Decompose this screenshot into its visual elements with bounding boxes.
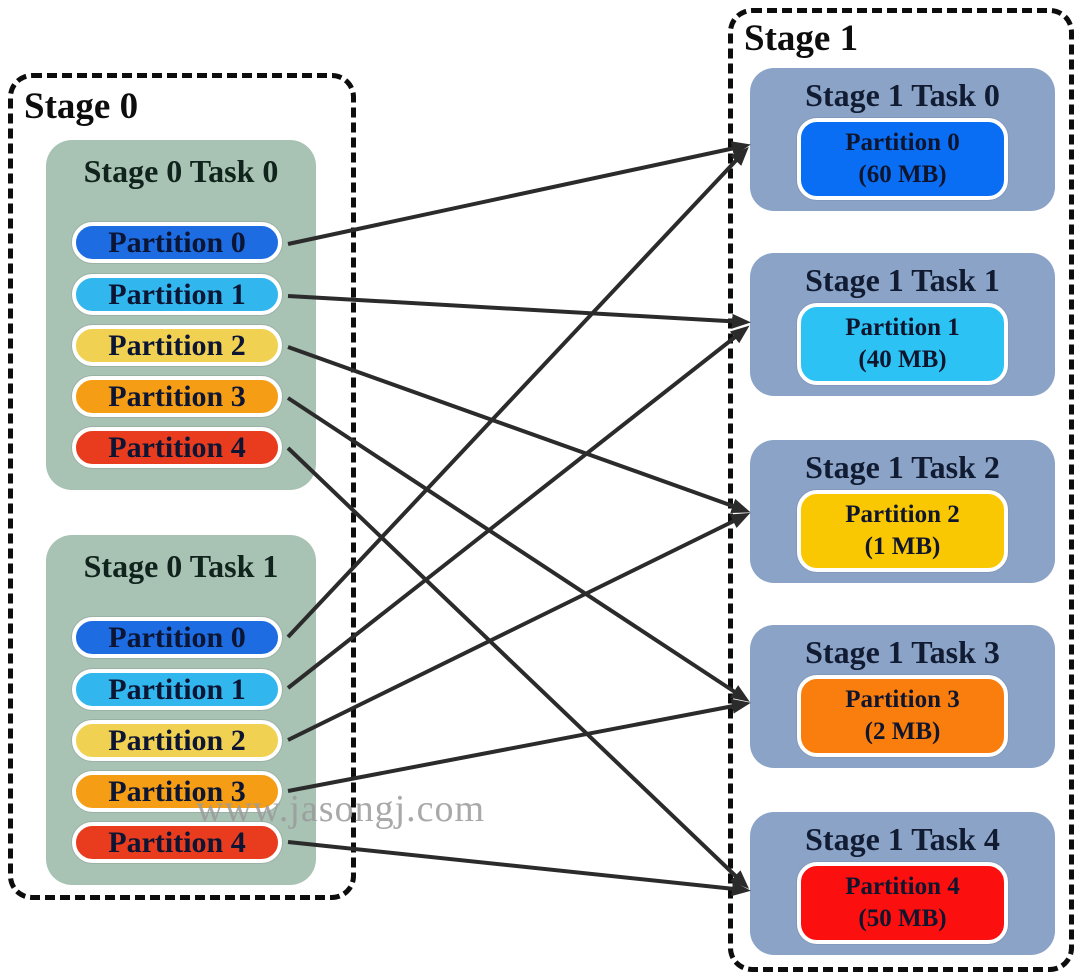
stage1-task1-card: Stage 1 Task 1 Partition 1 (40 MB) xyxy=(750,253,1055,396)
shuffle-arrow xyxy=(286,396,750,702)
shuffle-arrow xyxy=(286,325,750,690)
stage1-task3-partition-size: (2 MB) xyxy=(864,718,941,745)
stage1-task4-partition-box: Partition 4 (50 MB) xyxy=(797,862,1008,944)
stage0-task1-partition4-pill: Partition 4 xyxy=(72,822,282,863)
stage0-task1-title: Stage 0 Task 1 xyxy=(83,548,279,584)
stage0-label: Stage 0 xyxy=(24,86,139,127)
shuffle-arrow xyxy=(287,512,751,742)
stage1-task0-partition-box: Partition 0 (60 MB) xyxy=(797,118,1008,200)
stage1-task0-partition-name: Partition 0 xyxy=(845,128,960,156)
stage0-task0-partition4-pill: Partition 4 xyxy=(72,427,282,468)
stage1-task2-partition-name: Partition 2 xyxy=(845,500,960,528)
shuffle-arrow xyxy=(287,345,751,514)
stage1-task4-card: Stage 1 Task 4 Partition 4 (50 MB) xyxy=(750,812,1055,955)
stage1-task1-partition-box: Partition 1 (40 MB) xyxy=(797,303,1008,385)
shuffle-arrow xyxy=(287,840,751,897)
stage1-task3-card: Stage 1 Task 3 Partition 3 (2 MB) xyxy=(750,625,1055,768)
stage0-task1-partition0-pill: Partition 0 xyxy=(72,617,282,658)
stage1-task0-partition-size: (60 MB) xyxy=(858,161,947,188)
stage0-task0-title: Stage 0 Task 0 xyxy=(83,153,279,189)
stage1-label: Stage 1 xyxy=(744,18,859,59)
stage0-task1-partition1-pill: Partition 1 xyxy=(72,669,282,710)
stage1-task1-partition-name: Partition 1 xyxy=(845,313,960,341)
stage1-task4-partition-name: Partition 4 xyxy=(845,872,960,900)
shuffle-arrow xyxy=(287,294,751,329)
stage1-task0-card: Stage 1 Task 0 Partition 0 (60 MB) xyxy=(750,68,1055,211)
stage1-task3-title: Stage 1 Task 3 xyxy=(805,634,1000,670)
stage0-task1-partition2-pill: Partition 2 xyxy=(72,720,282,761)
shuffle-arrow xyxy=(287,698,751,793)
stage1-task1-title: Stage 1 Task 1 xyxy=(805,262,1000,298)
stage1-task1-partition-size: (40 MB) xyxy=(858,346,947,373)
stage1-task2-card: Stage 1 Task 2 Partition 2 (1 MB) xyxy=(750,440,1055,583)
shuffle-arrow xyxy=(287,141,751,246)
stage1-task3-partition-name: Partition 3 xyxy=(845,685,960,713)
stage1-task4-title: Stage 1 Task 4 xyxy=(805,821,1000,857)
stage0-task0-partition0-pill: Partition 0 xyxy=(72,222,282,263)
stage0-task1-card: Stage 0 Task 1 Partition 0 Partition 1 P… xyxy=(46,535,316,885)
stage1-task2-title: Stage 1 Task 2 xyxy=(805,449,1000,485)
stage1-task0-title: Stage 1 Task 0 xyxy=(805,77,1000,113)
stage1-task2-partition-size: (1 MB) xyxy=(864,533,941,560)
stage1-task2-partition-box: Partition 2 (1 MB) xyxy=(797,490,1008,572)
shuffle-arrow xyxy=(286,146,749,639)
stage0-task0-partition3-pill: Partition 3 xyxy=(72,376,282,417)
stage1-task3-partition-box: Partition 3 (2 MB) xyxy=(797,675,1008,757)
stage0-task0-partition2-pill: Partition 2 xyxy=(72,325,282,366)
stage0-task0-card: Stage 0 Task 0 Partition 0 Partition 1 P… xyxy=(46,140,316,490)
stage0-task0-partition1-pill: Partition 1 xyxy=(72,274,282,315)
watermark-text: www.jasongj.com xyxy=(196,788,486,830)
stage1-task4-partition-size: (50 MB) xyxy=(858,905,947,932)
stage0-task1-partition3-pill: Partition 3 xyxy=(72,771,282,812)
